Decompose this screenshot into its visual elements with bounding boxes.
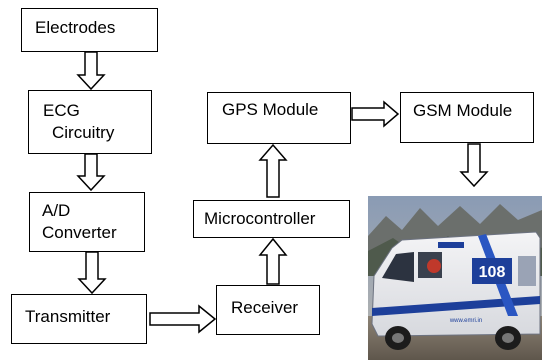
arrow-microcontroller-to-gps	[258, 143, 288, 198]
gps-module-block: GPS Module	[207, 92, 351, 144]
ecg-circuitry-block: ECG Circuitry	[28, 90, 152, 154]
microcontroller-block: Microcontroller	[193, 200, 350, 238]
adc-label-line2: Converter	[42, 223, 117, 242]
microcontroller-label: Microcontroller	[204, 209, 316, 228]
transmitter-label: Transmitter	[25, 307, 111, 326]
arrow-receiver-to-microcontroller	[258, 237, 288, 285]
ambulance-number: 108	[479, 264, 506, 281]
gps-module-label: GPS Module	[222, 100, 319, 119]
ad-converter-block: A/D Converter	[29, 192, 145, 252]
gsm-module-label: GSM Module	[413, 101, 513, 120]
receiver-label: Receiver	[231, 298, 299, 317]
ambulance-url: www.emri.in	[449, 318, 482, 324]
arrow-transmitter-to-receiver	[149, 304, 217, 334]
adc-label-line1: A/D	[42, 201, 71, 220]
transmitter-block: Transmitter	[11, 294, 147, 344]
gsm-module-block: GSM Module	[400, 92, 534, 143]
arrow-electrodes-to-ecg	[76, 51, 106, 91]
arrow-ecg-to-adc	[76, 153, 106, 192]
ambulance-image: 108 www.emri.in	[368, 196, 542, 360]
ecg-label-line1: ECG	[43, 101, 80, 120]
arrow-gsm-to-ambulance	[459, 143, 489, 188]
receiver-block: Receiver	[216, 285, 320, 335]
arrow-gps-to-gsm	[351, 100, 400, 128]
arrow-adc-to-transmitter	[77, 251, 107, 295]
ecg-label-line2: Circuitry	[52, 123, 115, 142]
electrodes-block: Electrodes	[21, 8, 158, 52]
electrodes-label: Electrodes	[35, 18, 116, 37]
